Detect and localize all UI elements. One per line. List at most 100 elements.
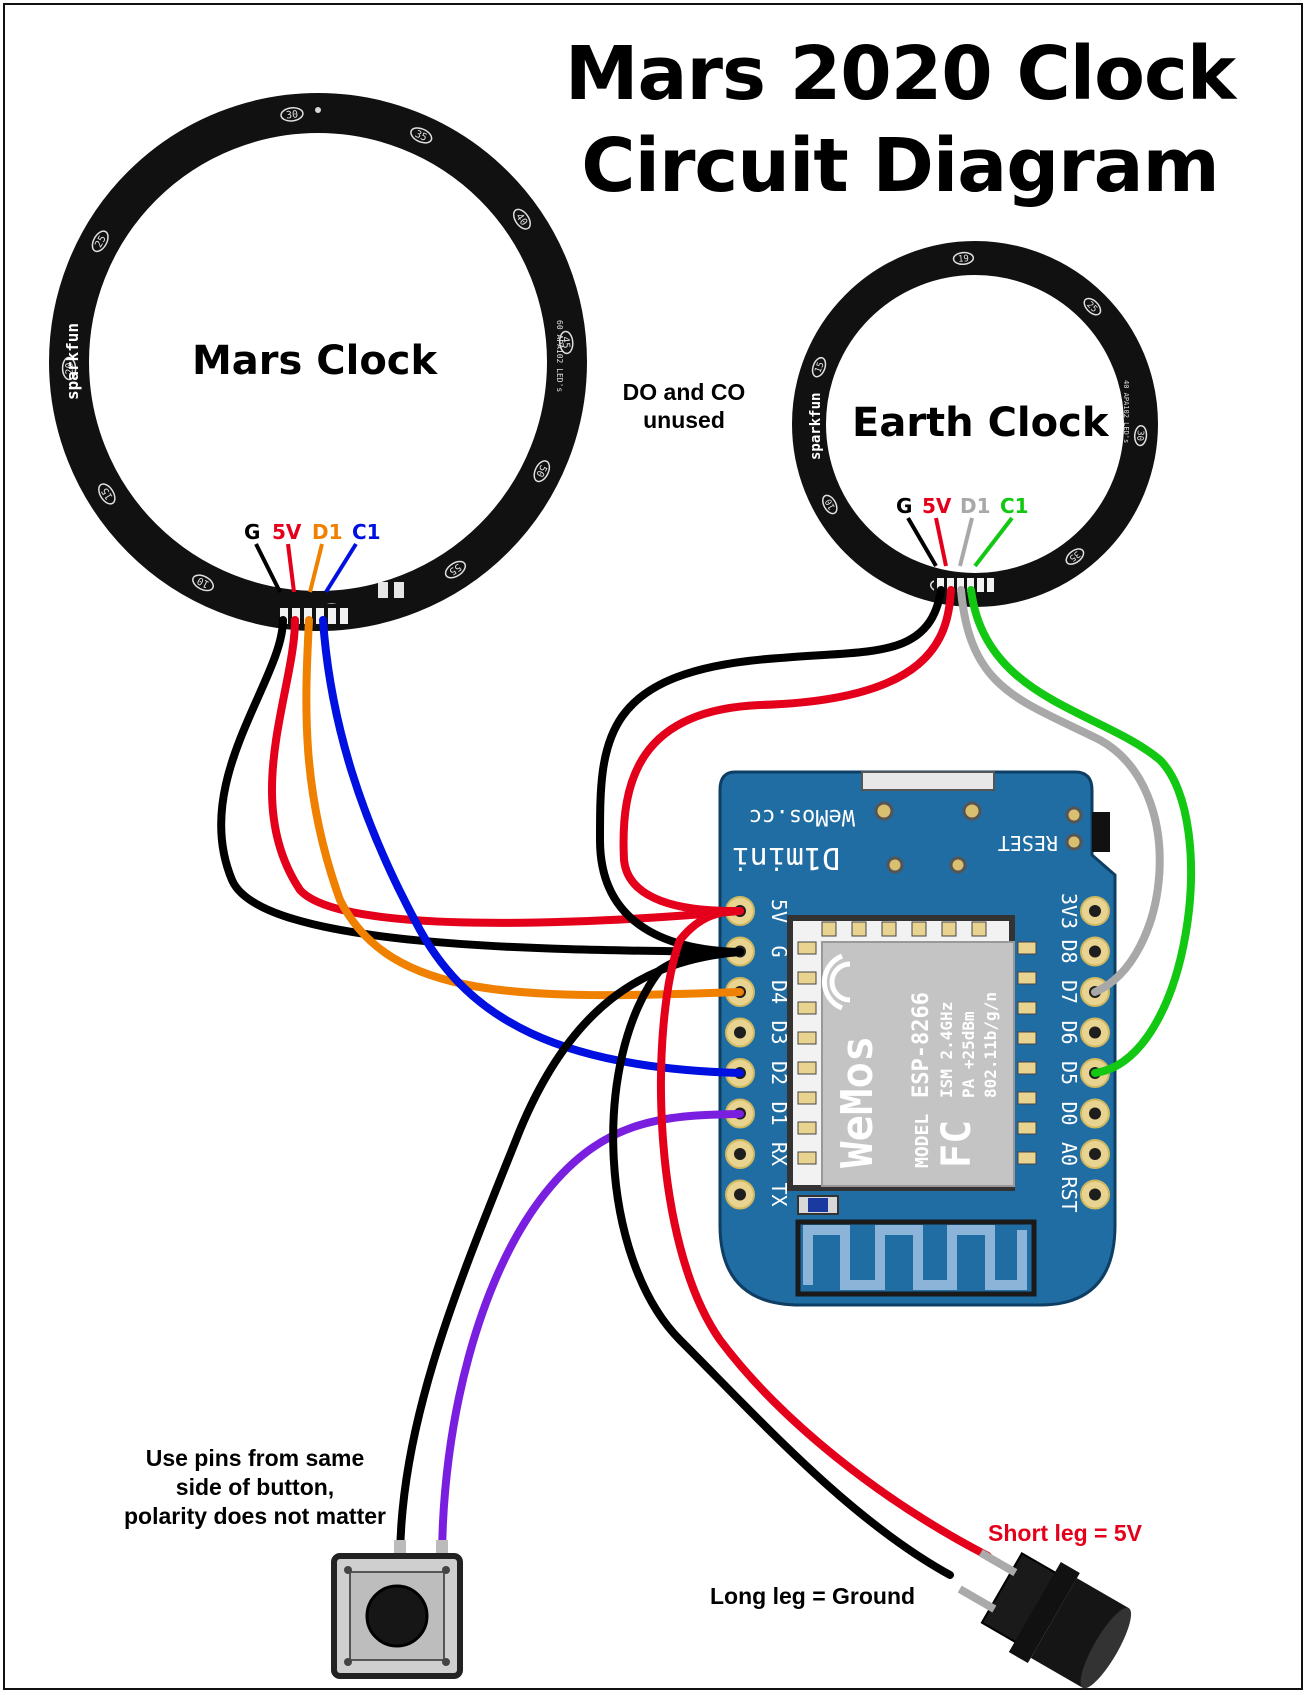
module-line-2: ISM 2.4GHz [937, 1002, 956, 1098]
earth-pin-d1: D1 [960, 494, 991, 518]
earth-ring-tick-15: 15 [811, 356, 827, 378]
right-pin-label-d0: D0 [1057, 1101, 1081, 1125]
diagram-title: Mars 2020 Clock Circuit Diagram [540, 28, 1260, 212]
earth-ring-brand: sparkfun [808, 393, 824, 460]
dc-power-jack [957, 1549, 1132, 1689]
mars-ring-tick-40: 40 [512, 208, 531, 230]
mars-ring-tick-20: 20 [61, 356, 77, 381]
mars-ring-tick-35: 35 [410, 127, 433, 144]
right-pad-rst [1080, 1179, 1110, 1210]
jack-short-leg-label: Short leg = 5V [988, 1520, 1143, 1546]
mars-ring-tick-label: 10 [196, 574, 212, 589]
right-pin-label-d6: D6 [1057, 1020, 1081, 1044]
mars-ring-caption: 60 APA102 LED's [555, 320, 564, 392]
wire-mars-ground [217, 616, 744, 956]
mars-led-ring: 303540455055510152025 sparkfun 60 APA102… [49, 93, 587, 631]
title-line-2: Circuit Diagram [581, 123, 1219, 209]
wire-earth-d1 [957, 586, 1164, 996]
left-pad-rx [725, 1139, 755, 1169]
right-pad-d6 [1080, 1017, 1110, 1048]
earth-ring-tick-25: 25 [1083, 297, 1102, 316]
mars-ring-tick-50: 50 [533, 460, 551, 483]
earth-ring-tick-19: 19 [952, 251, 975, 266]
mars-ring-tick-label: 20 [64, 362, 75, 374]
wire-button-ground [396, 948, 744, 1566]
wires [217, 586, 1195, 1579]
module-line-1: ESP-8266 [909, 992, 934, 1098]
right-pin-label-3v3: 3V3 [1057, 893, 1081, 929]
mars-ring-tick-label: 30 [286, 109, 299, 121]
right-pad-d8 [1080, 936, 1110, 967]
wire-mars-d1 [302, 616, 744, 1000]
unused-note-line-2: unused [643, 407, 725, 433]
mars-ring-tick-label: 25 [93, 234, 108, 250]
esp8266-module: WeMos ESP-8266 ISM 2.4GHz PA +25dBm 802.… [787, 915, 1037, 1191]
wire-mars-5v [268, 616, 744, 927]
mars-ring-tick-label: 35 [413, 129, 429, 144]
wire-earth-5v [619, 586, 955, 916]
mars-ring-connector [276, 582, 404, 626]
right-pad-3v3 [1080, 896, 1110, 926]
mars-pin-labels: G 5V D1 C1 [244, 520, 384, 546]
unused-pins-note: DO and CO unused [606, 378, 762, 434]
right-pin-label-rst: RST [1057, 1176, 1081, 1212]
title-line-1: Mars 2020 Clock [564, 31, 1236, 117]
mars-ring-tick-label: 45 [559, 336, 571, 349]
jack-long-leg-label: Long leg = Ground [710, 1583, 916, 1609]
mars-pin-c1: C1 [352, 520, 381, 544]
board-brand: WeMos.cc [749, 804, 855, 829]
wire-mars-c1 [319, 616, 744, 1077]
mars-ring-tick-label: 50 [533, 463, 548, 479]
mars-ring-tick-labels: 303540455055510152025 [61, 107, 574, 618]
right-pad-a0 [1080, 1139, 1110, 1169]
earth-pin-leaders [906, 516, 1014, 568]
left-pad-d3 [725, 1017, 755, 1048]
mars-pin-5v: 5V [272, 520, 302, 544]
wire-jack-5v [656, 907, 992, 1560]
module-brand: WeMos [832, 1036, 883, 1168]
mars-ring-tick-45: 45 [558, 330, 574, 355]
wifi-icon [821, 953, 851, 1011]
earth-pin-c1: C1 [1000, 494, 1029, 518]
earth-ring-tick-35: 35 [1065, 548, 1085, 565]
earth-pin-5v: 5V [922, 494, 952, 518]
earth-pin-labels: G 5V D1 C1 [896, 494, 1036, 520]
mars-pin-d1: D1 [312, 520, 343, 544]
board-model: D1mini [732, 840, 840, 875]
button-note-line-1: Use pins from same [145, 1445, 365, 1471]
mars-ring-tick-15: 15 [98, 483, 116, 505]
earth-ring-tick-10: 10 [822, 494, 838, 515]
unused-note-line-1: DO and CO [622, 379, 746, 405]
mars-ring-tick-55: 55 [444, 560, 467, 579]
module-fcc-logo: FC [934, 1120, 980, 1168]
left-pin-label-g: G [767, 945, 791, 957]
earth-ring-tick-labels: 1925303551015 [811, 251, 1148, 594]
tactile-push-button [331, 1540, 463, 1679]
earth-ring-tick-label: 10 [824, 497, 838, 511]
left-pad-tx [725, 1179, 755, 1210]
earth-ring-caption: 40 APA102 LED's [1122, 380, 1130, 443]
earth-ring-tick-label: 15 [814, 361, 827, 375]
pcb-antenna [803, 1225, 1027, 1290]
button-note: Use pins from same side of button, polar… [80, 1444, 430, 1531]
earth-ring-tick-30: 30 [1133, 424, 1148, 447]
mars-ring-tick-label: 15 [100, 485, 116, 501]
wire-earth-ground [595, 586, 945, 956]
module-model-label: MODEL [912, 1114, 933, 1168]
right-pad-d0 [1080, 1098, 1110, 1129]
diagram-frame [3, 3, 1303, 1690]
mars-ring-tick-25: 25 [91, 230, 109, 253]
module-line-4: 802.11b/g/n [981, 992, 1000, 1098]
mars-ring-tick-30: 30 [280, 107, 304, 122]
right-pin-label-d8: D8 [1057, 939, 1081, 963]
right-pin-label-a0: A0 [1057, 1142, 1081, 1166]
module-line-3: PA +25dBm [959, 1011, 978, 1098]
wire-earth-c1 [967, 586, 1195, 1077]
earth-ring-tick-label: 19 [958, 254, 970, 265]
button-note-line-3: polarity does not matter [124, 1503, 386, 1529]
button-note-line-2: side of button, [175, 1474, 335, 1500]
mars-pin-g: G [244, 520, 261, 544]
mars-ring-brand: sparkfun [63, 323, 82, 400]
